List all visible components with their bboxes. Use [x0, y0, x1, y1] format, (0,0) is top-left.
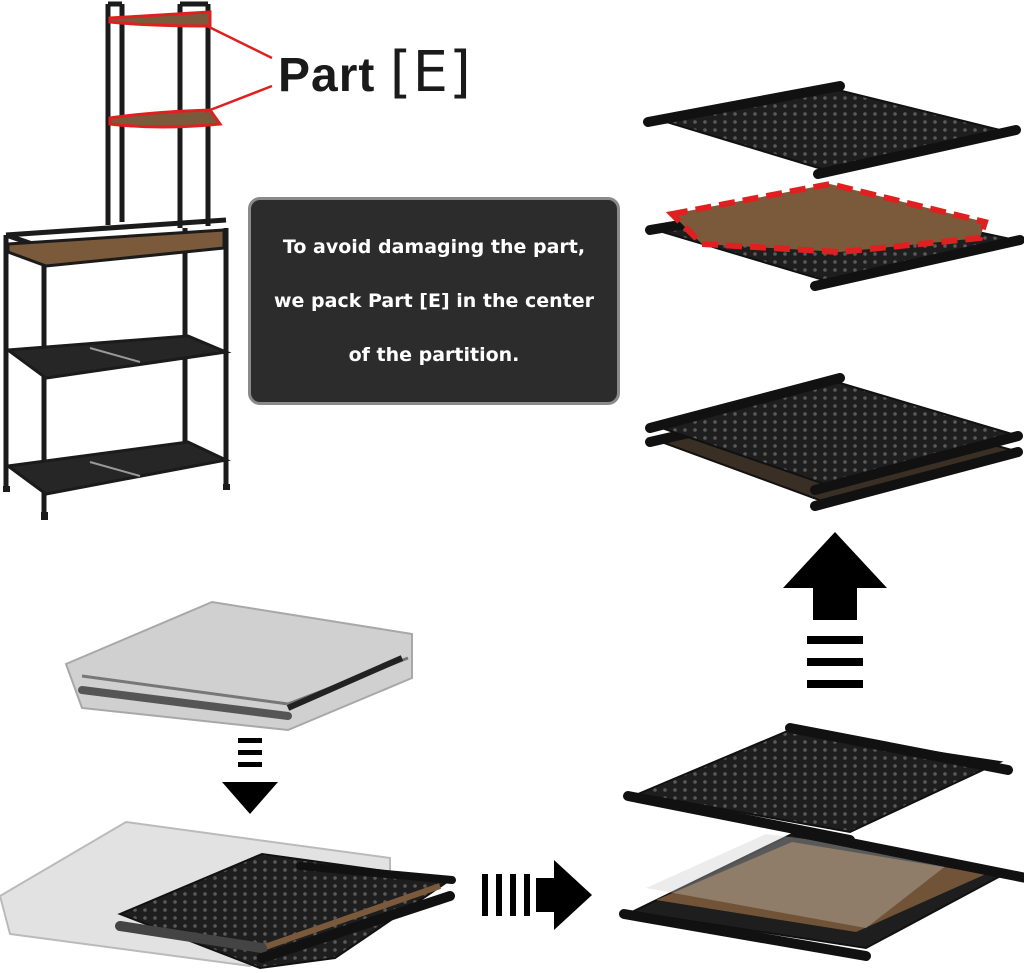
notice-line-3: of the partition. — [348, 344, 520, 366]
mesh-shelf-top-right — [643, 81, 1021, 179]
part-label-word: Part — [278, 49, 376, 102]
corner-shelf-mid — [108, 108, 223, 129]
packing-notice-box: To avoid damaging the part, we pack Part… — [248, 197, 620, 405]
right-arrow-icon — [482, 860, 592, 930]
up-arrow-icon — [783, 532, 887, 688]
wrapped-package — [64, 600, 413, 732]
wood-panel-highlighted — [645, 180, 1024, 291]
corner-shelf-top — [108, 10, 212, 28]
stacked-shelves — [645, 373, 1023, 511]
notice-line-1: To avoid damaging the part, — [282, 236, 586, 258]
notice-line-2: we pack Part [E] in the center — [273, 290, 595, 312]
shelf-unit-illustration — [3, 1, 273, 520]
mesh-shelf-separated — [623, 723, 1013, 845]
down-arrow-icon — [222, 738, 278, 814]
mesh-shelf-1 — [3, 334, 232, 380]
unwrapping-package — [0, 820, 456, 970]
shelf-with-wood-panel — [619, 827, 1024, 961]
part-label-code: [E] — [389, 40, 472, 105]
wood-shelf — [6, 228, 226, 268]
mesh-shelf-2 — [4, 440, 231, 496]
part-e-label: Part [E] — [278, 40, 472, 105]
